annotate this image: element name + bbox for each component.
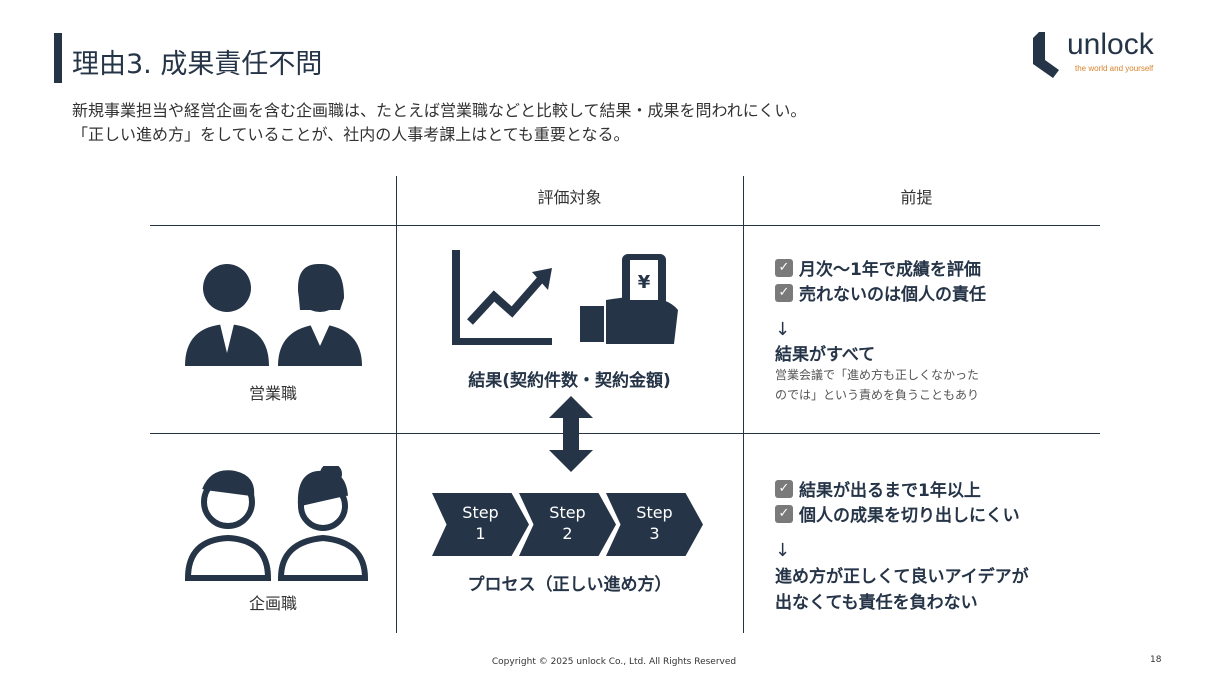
header-target: 評価対象 — [537, 188, 602, 207]
divider — [150, 225, 1100, 226]
conclusion: 進め方が正しくて良いアイデアが — [775, 566, 1029, 587]
lead-line-1: 新規事業担当や経営企画を含む企画職は、たとえば営業職などと比較して結果・成果を問… — [72, 101, 807, 120]
role-sales: 営業職 — [248, 384, 297, 403]
divider — [396, 176, 397, 633]
step-1: Step 1 — [432, 493, 529, 556]
down-arrow: ↓ — [775, 540, 791, 561]
check-text: 個人の成果を切り出しにくい — [799, 506, 1020, 526]
check-item: ✓ 結果が出るまで1年以上 — [775, 476, 1029, 501]
planning-premise: ✓ 結果が出るまで1年以上 ✓ 個人の成果を切り出しにくい ↓ 進め方が正しくて良い… — [775, 476, 1029, 613]
conclusion: 結果がすべて — [775, 345, 876, 365]
divider — [743, 176, 744, 633]
checkbox-icon: ✓ — [775, 504, 793, 523]
step-number: 1 — [475, 524, 486, 543]
logo-tagline: the world and yourself — [1075, 64, 1154, 73]
lead-line-2: 「正しい進め方」をしていることが、社内の人事考課上はとても重要となる。 — [72, 125, 630, 144]
check-item: ✓ 個人の成果を切り出しにくい — [775, 501, 1029, 526]
check-item: ✓ 売れないのは個人の責任 — [775, 280, 986, 305]
step-label: Step — [636, 503, 673, 522]
sales-premise: ✓ 月次〜1年で成績を評価 ✓ 売れないのは個人の責任 ↓ 結果がすべて 営業会議で… — [775, 255, 986, 405]
step-label: Step — [549, 503, 586, 522]
page-number: 18 — [1150, 655, 1162, 665]
checkbox-icon: ✓ — [775, 479, 793, 498]
check-text: 結果が出るまで1年以上 — [799, 481, 981, 501]
planning-people-icon — [184, 466, 369, 581]
target-process: プロセス（正しい進め方） — [467, 575, 672, 595]
step-number: 2 — [562, 524, 573, 543]
growth-chart-icon: ¥ — [452, 250, 678, 345]
note-line: 営業会議で「進め方も正しくなかった — [775, 368, 980, 382]
divider — [150, 433, 1100, 434]
check-text: 月次〜1年で成績を評価 — [799, 260, 981, 280]
header-premise: 前提 — [900, 188, 933, 207]
step-3: Step 3 — [606, 493, 703, 556]
logo-word: unlock — [1067, 28, 1154, 61]
check-item: ✓ 月次〜1年で成績を評価 — [775, 255, 986, 280]
title-accent-bar — [54, 33, 62, 83]
conclusion: 出なくても責任を負わない — [775, 592, 978, 613]
step-2: Step 2 — [519, 493, 616, 556]
svg-text:¥: ¥ — [638, 272, 651, 293]
page-title: 理由3. 成果責任不問 — [72, 49, 323, 80]
check-text: 売れないのは個人の責任 — [799, 285, 986, 305]
logo: unlock the world and yourself — [1025, 28, 1175, 80]
role-planning: 企画職 — [248, 594, 297, 613]
double-arrow-icon — [549, 396, 593, 472]
sales-people-icon — [185, 263, 362, 366]
logo-icon — [1033, 32, 1059, 78]
copyright: Copyright © 2025 unlock Co., Ltd. All Ri… — [491, 657, 737, 667]
target-result: 結果(契約件数・契約金額) — [468, 371, 671, 391]
down-arrow: ↓ — [775, 319, 791, 340]
checkbox-icon: ✓ — [775, 283, 793, 302]
checkbox-icon: ✓ — [775, 258, 793, 277]
step-number: 3 — [649, 524, 660, 543]
step-label: Step — [462, 503, 499, 522]
note-line: のでは」という責めを負うこともあり — [775, 388, 980, 402]
